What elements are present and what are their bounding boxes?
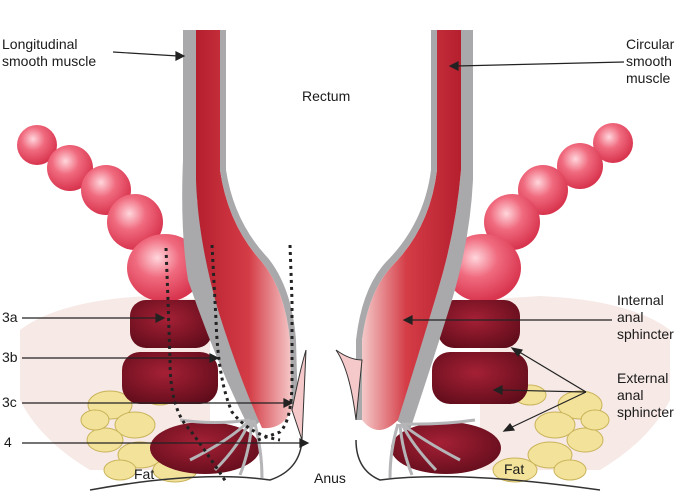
external-sphincter-3b-left: [122, 352, 218, 404]
label-anus: Anus: [314, 470, 346, 486]
dotted-tract-3c: [257, 244, 294, 442]
dotted-tract-3a: [164, 247, 228, 483]
conjoined-fibers-right: [388, 418, 476, 479]
perianal-skin-line: [89, 439, 601, 491]
mucosa-right: [356, 30, 437, 420]
label-fat-left: Fat: [134, 466, 155, 482]
leader-longitudinal: [112, 51, 179, 57]
label-level-4: 4: [4, 434, 12, 450]
fat-right: [492, 384, 610, 483]
label-fat-right: Fat: [504, 461, 525, 477]
circular-muscle-right: [362, 30, 461, 430]
conjoined-fibers-left: [179, 418, 264, 479]
external-sphincter-3a-left: [130, 300, 212, 348]
label-external-anal-sphincter: External anal sphincter: [617, 370, 674, 420]
leader-external-3: [509, 391, 587, 429]
label-level-3a: 3a: [2, 309, 18, 325]
label-rectum: Rectum: [302, 88, 351, 104]
external-sphincter-3a-right: [438, 300, 520, 348]
anal-canal-left-flap: [291, 349, 307, 441]
longitudinal-muscle-right: [396, 30, 473, 430]
leader-external-2: [499, 389, 587, 393]
label-level-3b: 3b: [2, 349, 18, 365]
mucosa-left: [220, 30, 298, 412]
levator-ani-right: [445, 123, 633, 302]
label-circular-smooth-muscle: Circular smooth muscle: [626, 36, 675, 86]
external-sphincter-3b-right: [432, 352, 528, 404]
perineum-skin-right: [480, 296, 670, 470]
longitudinal-muscle-left: [182, 30, 262, 430]
dotted-tract-3b: [210, 244, 281, 442]
leader-external-1: [515, 349, 587, 393]
label-level-3c: 3c: [2, 394, 17, 410]
label-internal-anal-sphincter: Internal anal sphincter: [617, 292, 674, 342]
leader-circular: [455, 61, 625, 67]
anal-canal-right-flap: [335, 349, 363, 421]
label-longitudinal-smooth-muscle: Longitudinal smooth muscle: [2, 36, 97, 69]
levator-ani-left: [17, 125, 203, 302]
